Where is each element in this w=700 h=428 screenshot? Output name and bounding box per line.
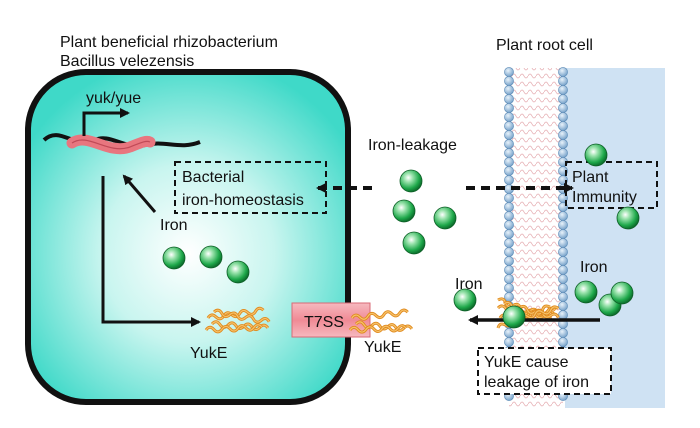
membrane-lipid-head <box>558 337 568 347</box>
membrane-lipid-head <box>558 103 568 113</box>
membrane-lipid-head <box>504 283 514 293</box>
membrane-lipid-head <box>558 229 568 239</box>
expression-arrow <box>101 176 201 327</box>
membrane-lipid-head <box>558 310 568 320</box>
membrane-lipid-head <box>504 202 514 212</box>
iron-label-plant-right: Iron <box>580 259 608 276</box>
membrane-lipid-head <box>504 112 514 122</box>
iron-sphere <box>226 260 250 284</box>
bacterial-cell <box>25 69 351 405</box>
iron-sphere <box>453 288 477 312</box>
leakage-box <box>477 347 612 395</box>
membrane-lipid-head <box>504 265 514 275</box>
membrane-lipid-head <box>558 292 568 302</box>
membrane-lipid-head <box>504 238 514 248</box>
membrane-lipid-head <box>558 247 568 257</box>
membrane-lipid-head <box>558 130 568 140</box>
membrane-lipid-head <box>558 238 568 248</box>
iron-sphere <box>574 280 598 304</box>
homeostasis-box <box>174 161 327 214</box>
membrane-lipid-head <box>558 148 568 158</box>
promoter-arrow <box>82 108 130 136</box>
membrane-lipid-head <box>504 256 514 266</box>
membrane-lipid-head <box>504 274 514 284</box>
membrane-lipid-head <box>558 220 568 230</box>
homeostasis-label-line2: iron-homeostasis <box>182 192 304 209</box>
membrane-lipid-head <box>558 283 568 293</box>
membrane-lipid-head <box>504 247 514 257</box>
membrane-lipid-head <box>558 274 568 284</box>
t7ss-label: T7SS <box>304 314 344 331</box>
membrane-lipid-head <box>504 76 514 86</box>
homeostasis-label-line1: Bacterial <box>182 169 244 186</box>
iron-label-plant-left: Iron <box>455 276 483 293</box>
iron-sphere <box>502 305 526 329</box>
immunity-box <box>565 161 658 209</box>
membrane-lipid-head <box>558 76 568 86</box>
bacterial-cell-body <box>25 69 351 405</box>
membrane-lipid-head <box>504 337 514 347</box>
bacterium-title-line2: Bacillus velezensis <box>60 53 194 70</box>
t7ss-secretion-system <box>291 302 371 338</box>
membrane-lipid-head <box>558 301 568 311</box>
iron-sphere <box>610 281 634 305</box>
membrane-lipid-head <box>558 211 568 221</box>
iron-sphere <box>616 206 640 230</box>
iron-label-inside: Iron <box>160 217 188 234</box>
iron-sphere <box>162 246 186 270</box>
iron-sphere <box>402 231 426 255</box>
gene-label: yuk/yue <box>86 90 141 107</box>
membrane-lipid-head <box>558 139 568 149</box>
yuke-label-outside: YukE <box>364 339 401 356</box>
membrane-lipid-head <box>504 328 514 338</box>
membrane-lipid-head <box>558 67 568 77</box>
plant-cell-title: Plant root cell <box>496 37 593 54</box>
membrane-lipid-head <box>504 229 514 239</box>
dna-strand <box>42 133 201 155</box>
membrane-lipid-head <box>504 148 514 158</box>
membrane-lipid-head <box>504 130 514 140</box>
membrane-lipid-head <box>558 94 568 104</box>
bacterium-title-line1: Plant beneficial rhizobacterium <box>60 34 278 51</box>
leakage-label-line2: leakage of iron <box>484 374 589 391</box>
membrane-lipid-head <box>504 166 514 176</box>
membrane-lipid-head <box>558 85 568 95</box>
membrane-lipid-head <box>558 265 568 275</box>
iron-sphere <box>584 143 608 167</box>
iron-leakage-label: Iron-leakage <box>368 137 457 154</box>
immunity-label-line2: Immunity <box>572 189 637 206</box>
leakage-label-line1: YukE cause <box>484 354 569 371</box>
iron-sphere <box>433 206 457 230</box>
membrane-lipid-head <box>504 103 514 113</box>
immunity-label-line1: Plant <box>572 169 609 186</box>
iron-regulation-arrow <box>122 174 157 213</box>
membrane-lipid-head <box>504 85 514 95</box>
membrane-lipid-head <box>558 256 568 266</box>
membrane-lipid-head <box>558 112 568 122</box>
membrane-lipid-head <box>504 121 514 131</box>
membrane-lipid-head <box>558 328 568 338</box>
membrane-lipid-head <box>504 157 514 167</box>
membrane-lipid-head <box>504 139 514 149</box>
iron-sphere <box>399 169 423 193</box>
membrane-lipid-head <box>504 220 514 230</box>
membrane-lipid-head <box>558 121 568 131</box>
membrane-lipid-head <box>504 175 514 185</box>
membrane-lipid-head <box>504 94 514 104</box>
iron-sphere <box>199 245 223 269</box>
iron-sphere <box>392 199 416 223</box>
membrane-lipid-head <box>504 193 514 203</box>
yuke-label-inside: YukE <box>190 345 227 362</box>
iron-spheres <box>162 143 640 329</box>
membrane-lipid-head <box>504 67 514 77</box>
membrane-lipid-head <box>504 211 514 221</box>
